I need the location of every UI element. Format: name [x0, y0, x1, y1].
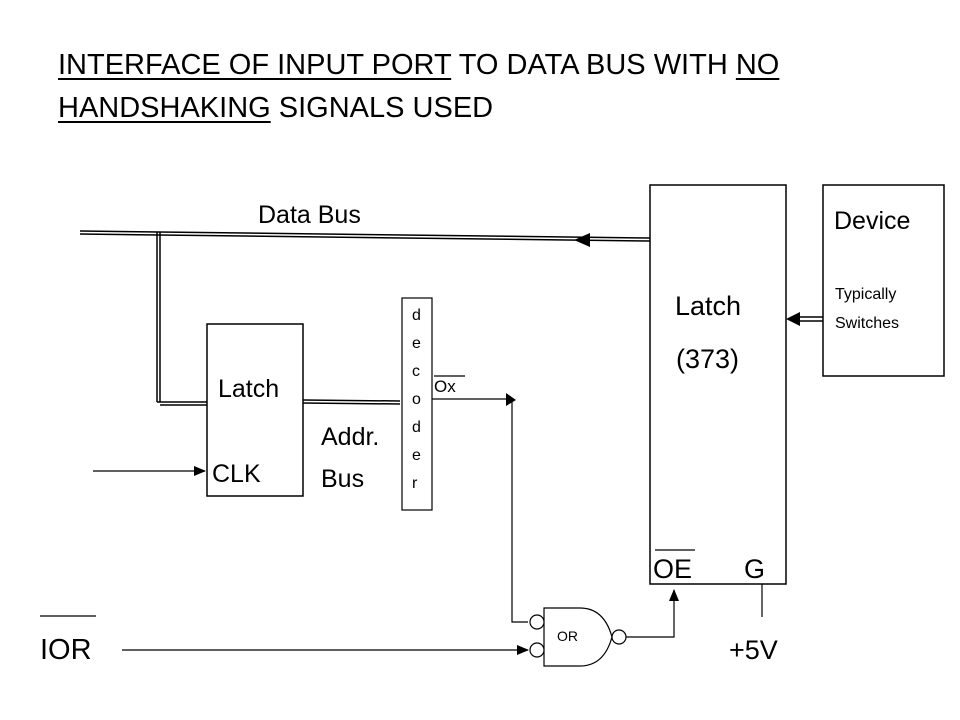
clk-label: CLK — [212, 460, 261, 488]
oe-drive-wire — [626, 589, 679, 638]
device-label: Device — [834, 207, 910, 235]
bus-drop-line — [156, 232, 207, 406]
or-gate-body — [543, 607, 613, 667]
latch-373-label: Latch — [675, 291, 741, 321]
decoder-letter: c — [412, 363, 420, 380]
ox-label: Ox — [434, 377, 456, 396]
latch-373-number: (373) — [676, 344, 739, 374]
data-bus-label: Data Bus — [258, 201, 361, 229]
addr-bus-label-2: Bus — [321, 465, 364, 493]
title-part-5: SIGNALS USED — [270, 92, 494, 124]
address-latch-label: Latch — [218, 375, 279, 403]
device-box — [822, 184, 945, 377]
title-part-3: NO — [735, 49, 780, 81]
decoder-box — [401, 297, 433, 511]
device-sub-2: Switches — [835, 315, 899, 332]
decoder-letter: e — [412, 335, 421, 352]
ior-label: IOR — [40, 634, 92, 666]
ox-wire-arrow — [506, 393, 516, 406]
decoder-letter: r — [412, 475, 418, 492]
or-gate-output-bubble — [611, 629, 627, 645]
g-label: G — [744, 554, 765, 584]
ox-output-wire — [432, 398, 528, 623]
plus5v-label: +5V — [729, 635, 778, 665]
decoder-letters: d e c o d e r — [412, 307, 421, 492]
decoder-letter: d — [412, 419, 421, 436]
oe-label: OE — [653, 554, 692, 584]
or-gate-input-bubble — [529, 642, 545, 658]
latch-373-box — [649, 184, 787, 585]
address-latch-box — [206, 323, 304, 497]
or-gate-input-bubble — [529, 614, 545, 630]
decoder-letter: o — [412, 391, 421, 408]
diagram-title: INTERFACE OF INPUT PORT TO DATA BUS WITH… — [58, 44, 918, 130]
title-part-4: HANDSHAKING — [58, 92, 271, 124]
decoder-letter: e — [412, 447, 421, 464]
device-sub-1: Typically — [835, 286, 896, 303]
title-part-1: INTERFACE OF INPUT PORT — [58, 49, 452, 81]
address-bus-line — [302, 399, 401, 405]
title-part-2: TO DATA BUS WITH — [451, 49, 736, 81]
data-bus-line — [79, 230, 651, 242]
addr-bus-label-1: Addr. — [321, 423, 379, 451]
device-to-latch-arrow — [786, 312, 800, 326]
decoder-letter: d — [412, 307, 421, 324]
data-bus-arrow — [574, 233, 590, 247]
or-gate-label: OR — [557, 628, 578, 644]
